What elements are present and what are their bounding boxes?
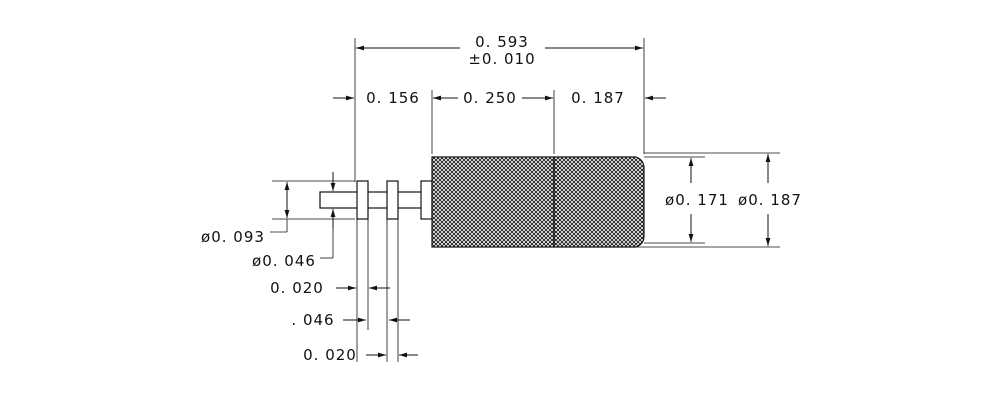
flange-diameter-label: ø0. 093 bbox=[201, 228, 265, 246]
dim-c-label: 0. 187 bbox=[571, 89, 625, 107]
flange-thickness-1-label: 0. 020 bbox=[270, 279, 324, 297]
inner-diameter-label: ø0. 171 bbox=[665, 191, 729, 209]
knurled-body bbox=[431, 156, 555, 248]
right-dimensions: ø0. 171 ø0. 187 bbox=[556, 152, 802, 248]
bottom-dimensions: 0. 020 . 046 0. 020 bbox=[270, 219, 418, 364]
flange-gap-label: . 046 bbox=[291, 311, 334, 329]
overall-length-label: 0. 593 bbox=[475, 33, 529, 51]
tapered-end bbox=[553, 156, 645, 248]
dim-a-label: 0. 156 bbox=[366, 89, 420, 107]
flange-1 bbox=[356, 180, 369, 220]
outer-diameter-label: ø0. 187 bbox=[738, 191, 802, 209]
flange-3 bbox=[420, 180, 433, 220]
flange-thickness-2-label: 0. 020 bbox=[303, 346, 357, 364]
left-dimensions: ø0. 093 ø0. 046 bbox=[201, 172, 355, 270]
part-outline bbox=[319, 156, 645, 248]
top-dimensions: 0. 593 ±0. 010 0. 156 0. 250 0. 187 bbox=[333, 33, 666, 182]
flange-2 bbox=[386, 180, 399, 220]
pin-shaft bbox=[319, 191, 433, 209]
overall-tolerance-label: ±0. 010 bbox=[468, 50, 535, 68]
pin-diameter-label: ø0. 046 bbox=[252, 252, 316, 270]
dim-b-label: 0. 250 bbox=[463, 89, 517, 107]
